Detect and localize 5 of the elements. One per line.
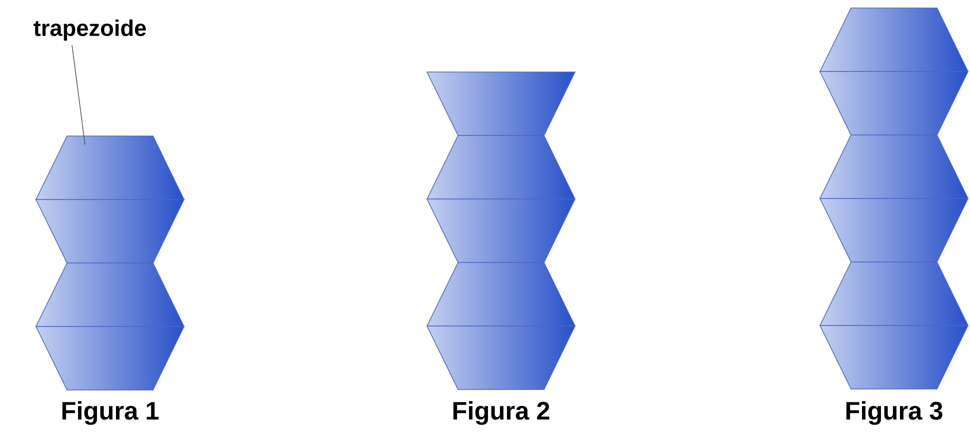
label-text: trapezoide: [34, 19, 146, 41]
figure-caption: Figura 3: [846, 401, 942, 425]
figure-caption: Figura 2: [453, 401, 550, 425]
figure-caption: Figura 1: [62, 401, 159, 425]
leader-line: [72, 44, 86, 146]
